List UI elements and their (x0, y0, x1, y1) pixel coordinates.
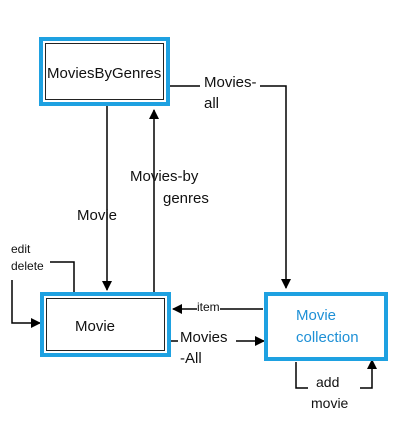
node-movie-collection-label-2: collection (296, 329, 359, 346)
node-movie-frame (46, 298, 165, 351)
label-movies-all-bottom-1: Movies (180, 329, 228, 346)
node-movie: Movie (40, 292, 171, 357)
edge-edit-delete (50, 261, 75, 292)
node-movie-label: Movie (75, 318, 116, 335)
edge-add-movie-in (360, 359, 377, 389)
label-item: item (197, 300, 220, 314)
label-movies-all-top-2: all (204, 95, 220, 112)
label-movies-all-top-1: Movies- (204, 74, 257, 91)
node-movies-by-genres-frame (45, 43, 164, 100)
label-movies-by-1: Movies-by (130, 168, 199, 185)
edge-add-movie (295, 362, 308, 389)
edge-edit-delete-in (11, 280, 41, 328)
label-add: add (316, 374, 340, 390)
edge-genres-to-collection-path (260, 85, 291, 289)
label-delete: delete (11, 259, 44, 273)
node-movie-collection: Movie collection (264, 292, 388, 361)
node-movies-by-genres-label: MoviesByGenres (47, 65, 162, 82)
label-movies-all-bottom-2: -All (180, 350, 202, 367)
node-movie-collection-label-1: Movie (296, 307, 337, 324)
label-movie-down: Movie (77, 207, 118, 224)
label-edit: edit (11, 242, 31, 256)
label-add-movie: movie (311, 395, 349, 411)
node-movies-by-genres: MoviesByGenres (39, 37, 170, 106)
label-movies-by-2: genres (163, 190, 209, 207)
